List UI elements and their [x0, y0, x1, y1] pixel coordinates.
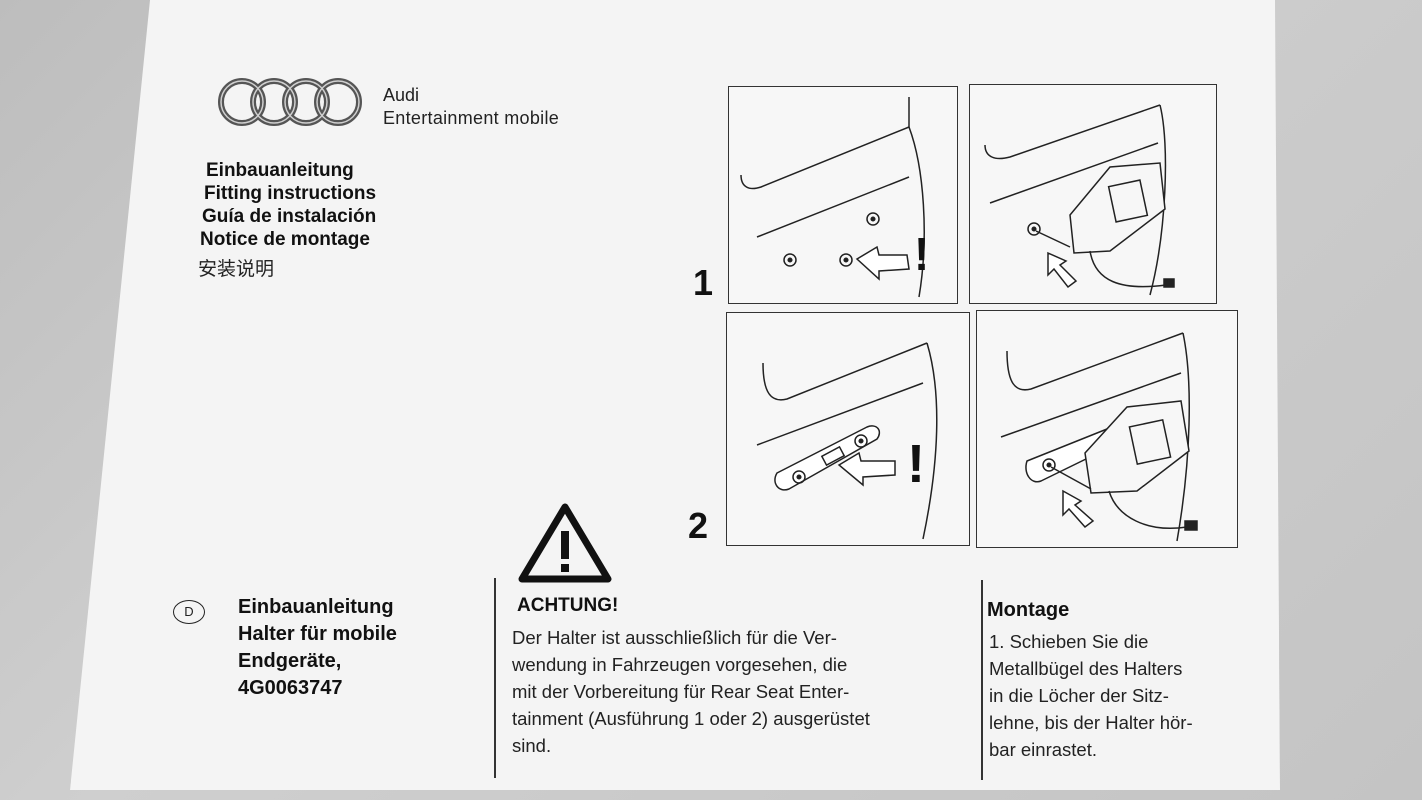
- holder-drawing: [984, 104, 1175, 296]
- language-badge-de: D: [173, 600, 205, 624]
- logo-brand: Audi: [383, 85, 420, 105]
- illustration-step2-insert: !: [726, 312, 970, 546]
- illustration-step2-holder: [976, 310, 1238, 548]
- seat-back-plate-drawing: [756, 342, 938, 540]
- warning-body: Der Halter ist ausschließlich für die Ve…: [512, 627, 870, 756]
- title-de: Einbauanleitung: [206, 160, 354, 181]
- step-number-2: 2: [688, 505, 709, 546]
- warning-mark-2: !: [907, 434, 925, 494]
- audi-rings-logo: [218, 78, 362, 126]
- title-fr: Notice de montage: [200, 229, 370, 250]
- title-en: Fitting instructions: [204, 183, 377, 204]
- column-divider: [494, 578, 496, 778]
- warning-heading: ACHTUNG!: [517, 595, 619, 616]
- warning-triangle-icon: [518, 503, 612, 583]
- title-cn: 安装说明: [198, 258, 275, 280]
- section-title-line: 4G0063747: [238, 677, 343, 699]
- illustration-step1-holder: [969, 84, 1217, 304]
- title-es: Guía de instalación: [202, 206, 377, 227]
- section-title-de: Einbauanleitung Halter für mobile Endger…: [238, 594, 397, 702]
- montage-body: 1. Schieben Sie die Metallbügel des Halt…: [989, 631, 1193, 760]
- seat-back-drawing: [740, 97, 925, 298]
- section-title-line: Halter für mobile: [238, 623, 397, 645]
- holder-plate-drawing: [1000, 332, 1198, 542]
- section-title-line: Endgeräte,: [238, 650, 342, 672]
- montage-heading: Montage: [987, 599, 1070, 621]
- illustration-step1-insert: !: [728, 86, 958, 304]
- step-number-1: 1: [693, 262, 714, 303]
- warning-mark-1: !: [914, 228, 930, 280]
- section-title-line: Einbauanleitung: [238, 596, 394, 618]
- column-divider: [981, 580, 983, 780]
- logo-product: Entertainment mobile: [383, 108, 560, 128]
